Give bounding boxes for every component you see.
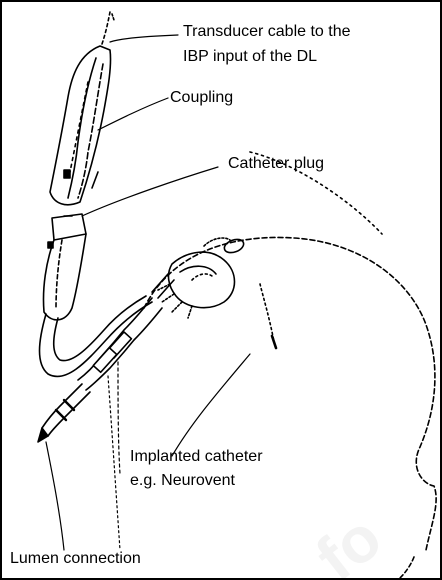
label-catheter-plug: Catheter plug (228, 152, 324, 175)
leader-catheter-plug (82, 167, 218, 216)
label-implanted-catheter-line1: Implanted catheter (130, 445, 263, 468)
label-transducer-cable-line1: Transducer cable to the (183, 20, 351, 43)
leader-transducer (110, 35, 178, 42)
coupling-part (50, 46, 111, 205)
leader-lumen-2 (108, 376, 120, 550)
label-transducer-cable-line2: IBP input of the DL (183, 45, 317, 68)
implanted-catheter-tip (260, 284, 274, 342)
leader-implanted-2 (118, 362, 120, 474)
transducer-cable (102, 12, 110, 44)
leader-lumen-1 (46, 442, 64, 550)
head-outline (144, 237, 436, 550)
catheter-plug-part (43, 214, 86, 320)
neck-line (400, 557, 414, 578)
leader-coupling (98, 98, 168, 130)
label-coupling: Coupling (170, 86, 233, 109)
label-implanted-catheter-line2: e.g. Neurovent (130, 469, 235, 492)
fixation-bolt (152, 237, 245, 318)
label-lumen-connection: Lumen connection (10, 547, 141, 570)
leader-implanted-1 (172, 354, 250, 456)
